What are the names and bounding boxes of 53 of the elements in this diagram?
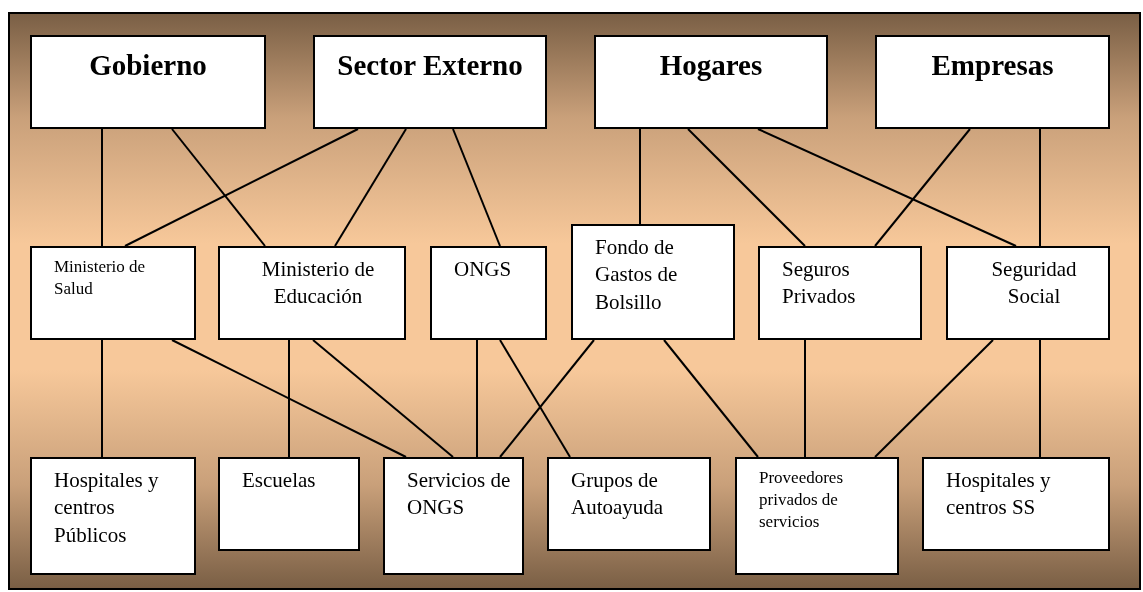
node-box [735,457,899,575]
node-box [313,35,547,129]
node-label: Hospitales y centros Públicos [54,467,160,549]
node-box [30,246,196,340]
connector-line [757,128,1017,247]
node-box [571,224,735,340]
node-label: Grupos de Autoayuda [571,467,665,522]
connector-line [452,128,501,247]
node-label: Seguros Privados [782,256,857,311]
node-label: Servicios de ONGS [407,467,512,522]
node-label: Gobierno [88,49,208,83]
node-label: Fondo de Gastos de Bolsillo [595,234,679,316]
node-label: Proveedores privados de servicios [759,467,845,534]
connector-line [874,339,994,458]
node-box [547,457,711,551]
connector-line [804,339,806,458]
connector-line [334,128,407,247]
node-box [30,457,196,575]
node-box [758,246,922,340]
node-label: Escuelas [242,467,317,494]
node-label: Hogares [658,49,764,83]
node-box [383,457,524,575]
node-box [594,35,828,129]
connector-line [124,128,359,247]
node-label: Sector Externo [336,49,524,83]
node-box [218,457,360,551]
node-label: Empresas [930,49,1055,83]
node-label: Hospitales y centros SS [946,467,1052,522]
connector-line [171,339,407,458]
node-box [218,246,406,340]
connector-line [499,339,571,458]
node-box [875,35,1110,129]
connector-line [874,128,971,247]
connector-line [312,339,454,458]
connector-line [1039,128,1041,247]
connector-line [687,128,806,247]
connector-line [101,128,103,247]
connector-line [101,339,103,458]
node-box [430,246,547,340]
connector-line [1039,339,1041,458]
connector-line [171,128,266,247]
node-label: Seguridad Social [990,256,1078,311]
node-label: Ministerio de Salud [54,256,147,301]
node-label: ONGS [454,256,513,283]
connector-line [499,339,595,458]
connector-line [639,128,641,225]
node-box [922,457,1110,551]
connector-line [288,339,290,458]
node-box [946,246,1110,340]
connector-line [476,339,478,458]
node-box [30,35,266,129]
connector-line [663,339,759,458]
node-label: Ministerio de Educación [260,256,376,311]
